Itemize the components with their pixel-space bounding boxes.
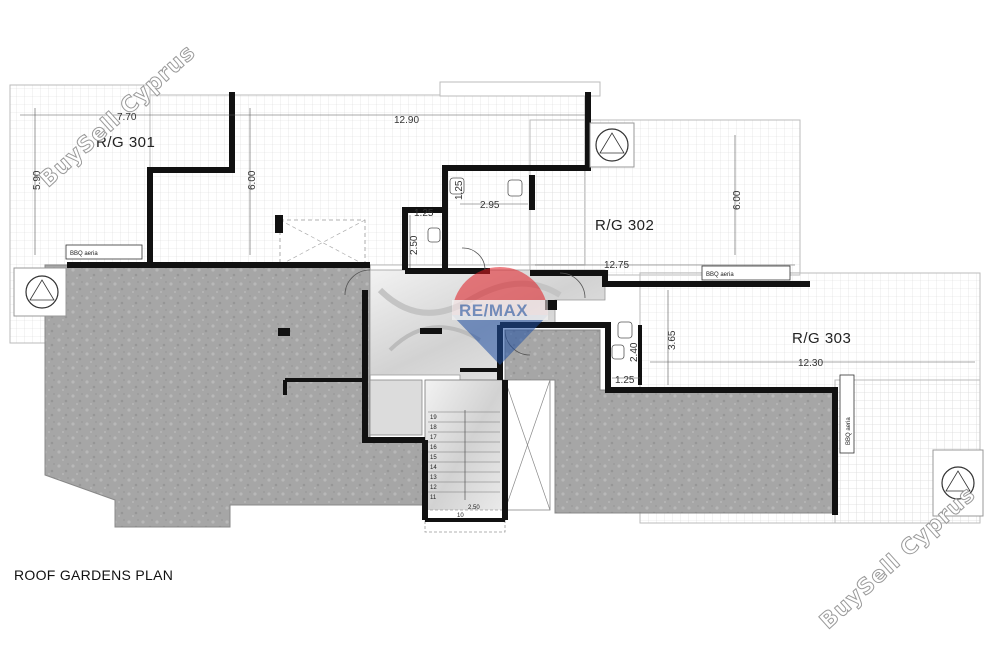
dim-wc-c-width: 1.25 [615, 375, 635, 386]
stair-treads [428, 410, 500, 500]
dim-rg303-width: 12.30 [798, 358, 823, 369]
room-label-rg302: R/G 302 [595, 217, 654, 234]
remax-logo-text: RE/MAX [459, 301, 528, 320]
dim-stair-width: 2.50 [468, 505, 480, 511]
stair-step-number: 11 [430, 495, 437, 501]
dim-rg302-depth: 6.00 [732, 190, 743, 210]
stair-step-number: 16 [430, 445, 437, 451]
wall-center-top [442, 92, 591, 270]
room-labels: R/G 301 R/G 302 R/G 303 [96, 134, 851, 347]
wall-rg301 [147, 92, 235, 265]
stair-step-number: 13 [430, 475, 437, 481]
skylights [13, 122, 984, 517]
dim-wc-b-height: 2.50 [409, 235, 420, 255]
stair-step-bottom: 10 [457, 513, 464, 519]
wall-core-right [500, 322, 838, 515]
wall-core-left [362, 290, 425, 443]
bbq-counters: BBQ aeria BBQ aeria BBQ aeria [65, 244, 855, 454]
dim-wc-c-height: 2.40 [629, 342, 640, 362]
dimension-lines [20, 108, 975, 385]
dim-top-span: 12.90 [394, 115, 419, 126]
bbq-label-3: BBQ aeria [846, 417, 852, 445]
dim-rg301-width: 7.70 [117, 112, 137, 123]
roof-concrete [44, 264, 836, 528]
plan-title: ROOF GARDENS PLAN [14, 567, 174, 583]
dim-wc-a-height: 1.25 [454, 180, 465, 200]
stair-step-number: 19 [430, 415, 437, 421]
terrace-top-step [439, 81, 601, 97]
room-label-rg303: R/G 303 [792, 330, 851, 347]
stair-step-number: 18 [430, 425, 437, 431]
wall-blocks [275, 215, 557, 336]
stair-step-number: 15 [430, 455, 437, 461]
bbq-counter-2 [701, 265, 791, 281]
bbq-counter-3 [839, 374, 855, 454]
dim-wc-b-width: 1.25 [414, 208, 434, 219]
walls [67, 92, 838, 522]
dim-rg302-width: 12.75 [604, 260, 629, 271]
stair-step-number: 14 [430, 465, 437, 471]
stair-step-number: 17 [430, 435, 437, 441]
room-label-rg301: R/G 301 [96, 134, 155, 151]
dim-rg301-inner-depth: 6.00 [247, 170, 258, 190]
wall-wc-a [402, 207, 445, 270]
dimension-labels: 7.70 12.90 5.90 6.00 6.00 1.25 2.95 1.25… [32, 112, 823, 511]
bbq-label-2: BBQ aeria [706, 272, 734, 278]
stair-step-number: 12 [430, 485, 437, 491]
bbq-label-1: BBQ aeria [70, 251, 98, 257]
wc-fixtures [427, 177, 633, 360]
remax-logo: RE/MAX [452, 267, 548, 365]
dim-rg303-depth: 3.65 [667, 330, 678, 350]
terrace-rg302 [529, 119, 801, 276]
wall-rg302-bottom [530, 270, 810, 287]
stair-numbers: 19 18 17 16 15 14 13 12 11 [430, 415, 437, 501]
dim-rg301-depth: 5.90 [32, 170, 43, 190]
dim-wc-a-width: 2.95 [480, 200, 500, 211]
bbq-counter-1 [65, 244, 143, 260]
